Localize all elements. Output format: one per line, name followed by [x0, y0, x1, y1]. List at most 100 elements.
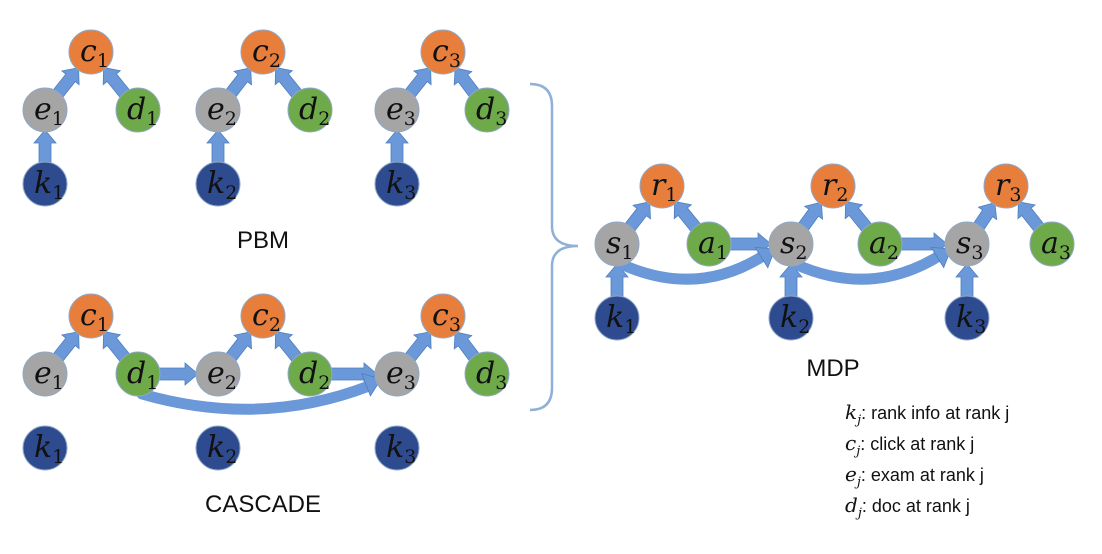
svg-text:k2: k2: [207, 430, 237, 468]
node-variable: d: [476, 356, 495, 391]
node-m-a1: a1: [686, 221, 732, 267]
node-p-k3: k3: [374, 161, 420, 207]
node-subscript: 1: [52, 108, 64, 130]
svg-text:s2: s2: [780, 226, 808, 264]
node-subscript: 3: [974, 316, 986, 338]
node-variable: k: [386, 166, 404, 201]
svg-text:d2: d2: [299, 356, 330, 394]
svg-text:a2: a2: [869, 226, 899, 264]
edge-arrow: [223, 67, 252, 101]
svg-text:k3: k3: [956, 300, 986, 338]
svg-text:cj: click at rank j: cj: click at rank j: [845, 431, 974, 459]
svg-text:d3: d3: [476, 92, 507, 130]
node-m-a2: a2: [857, 221, 903, 267]
svg-text:k1: k1: [606, 300, 636, 338]
node-variable: e: [34, 356, 52, 391]
grouping-brace: [529, 82, 579, 412]
node-variable: k: [386, 430, 404, 465]
node-c-e2: e2: [195, 351, 241, 397]
node-subscript: 2: [836, 184, 848, 206]
edge-arrow: [102, 331, 132, 365]
node-c-e1: e1: [22, 351, 68, 397]
node-variable: r: [995, 168, 1011, 203]
edge-arrow: [402, 67, 432, 101]
node-subscript: 2: [318, 108, 330, 130]
node-subscript: 2: [798, 316, 810, 338]
legend-var: c: [845, 431, 856, 455]
node-c-d1: d1: [115, 351, 161, 397]
svg-text:e3: e3: [386, 356, 416, 394]
node-subscript: 3: [1009, 184, 1021, 206]
svg-text:r2: r2: [822, 168, 848, 206]
legend-entry: cj: click at rank j: [845, 431, 974, 459]
svg-text:d2: d2: [299, 92, 330, 130]
node-variable: e: [207, 92, 225, 127]
svg-text:e1: e1: [34, 92, 64, 130]
node-variable: k: [780, 300, 798, 335]
node-subscript: 2: [887, 242, 899, 264]
node-c-d3: d3: [464, 351, 510, 397]
svg-text:k1: k1: [34, 166, 64, 204]
node-subscript: 2: [225, 372, 237, 394]
node-variable: e: [386, 356, 404, 391]
svg-text:e1: e1: [34, 356, 64, 394]
node-variable: c: [432, 34, 449, 69]
node-subscript: 2: [225, 446, 237, 468]
pbm-title: PBM: [237, 227, 289, 254]
node-variable: e: [34, 92, 52, 127]
mdp-title: MDP: [806, 355, 859, 382]
svg-text:c1: c1: [80, 34, 109, 72]
node-p-c3: c3: [420, 29, 466, 75]
node-subscript: 3: [404, 446, 416, 468]
node-p-d2: d2: [287, 87, 333, 133]
node-c-k1: k1: [22, 425, 68, 471]
svg-text:a1: a1: [698, 226, 728, 264]
node-subscript: 3: [449, 314, 461, 336]
svg-text:c3: c3: [432, 34, 461, 72]
cascade-title: CASCADE: [205, 491, 321, 518]
node-subscript: 3: [404, 182, 416, 204]
svg-text:k2: k2: [780, 300, 810, 338]
edge-arrow: [206, 129, 230, 167]
node-variable: k: [207, 430, 225, 465]
edge-arrow: [622, 201, 651, 235]
svg-text:a3: a3: [1041, 226, 1071, 264]
svg-text:c1: c1: [80, 298, 109, 336]
node-variable: c: [80, 298, 97, 333]
edge-arrow: [102, 67, 132, 101]
node-subscript: 1: [146, 372, 158, 394]
svg-text:d1: d1: [127, 92, 158, 130]
edge-arrow: [605, 263, 629, 301]
node-p-e3: e3: [374, 87, 420, 133]
svg-text:k3: k3: [386, 166, 416, 204]
node-c-k3: k3: [374, 425, 420, 471]
node-subscript: 1: [665, 184, 677, 206]
svg-text:s3: s3: [956, 226, 984, 264]
node-subscript: 1: [52, 372, 64, 394]
node-variable: c: [252, 34, 269, 69]
legend-text: : click at rank j: [860, 434, 974, 454]
svg-text:k2: k2: [207, 166, 237, 204]
edge-arrow: [223, 331, 252, 365]
edge-arrow: [33, 129, 57, 167]
node-variable: k: [34, 166, 52, 201]
node-m-k2: k2: [768, 295, 814, 341]
edge-arrow: [274, 331, 304, 365]
node-subscript: 3: [971, 242, 983, 264]
node-c-c3: c3: [420, 293, 466, 339]
node-subscript: 1: [621, 242, 633, 264]
legend-sub: j: [854, 413, 861, 428]
curved-edge-arrow: [789, 246, 952, 285]
node-subscript: 2: [225, 108, 237, 130]
node-m-s3: s3: [944, 221, 990, 267]
node-subscript: 2: [225, 182, 237, 204]
svg-text:kj: rank info at rank j: kj: rank info at rank j: [845, 400, 1009, 428]
edge-arrow: [155, 362, 199, 386]
edge-arrow: [955, 263, 979, 301]
node-subscript: 3: [495, 372, 507, 394]
node-variable: a: [869, 226, 887, 261]
node-variable: k: [606, 300, 624, 335]
node-p-e1: e1: [22, 87, 68, 133]
node-subscript: 2: [795, 242, 807, 264]
node-variable: a: [1041, 226, 1059, 261]
